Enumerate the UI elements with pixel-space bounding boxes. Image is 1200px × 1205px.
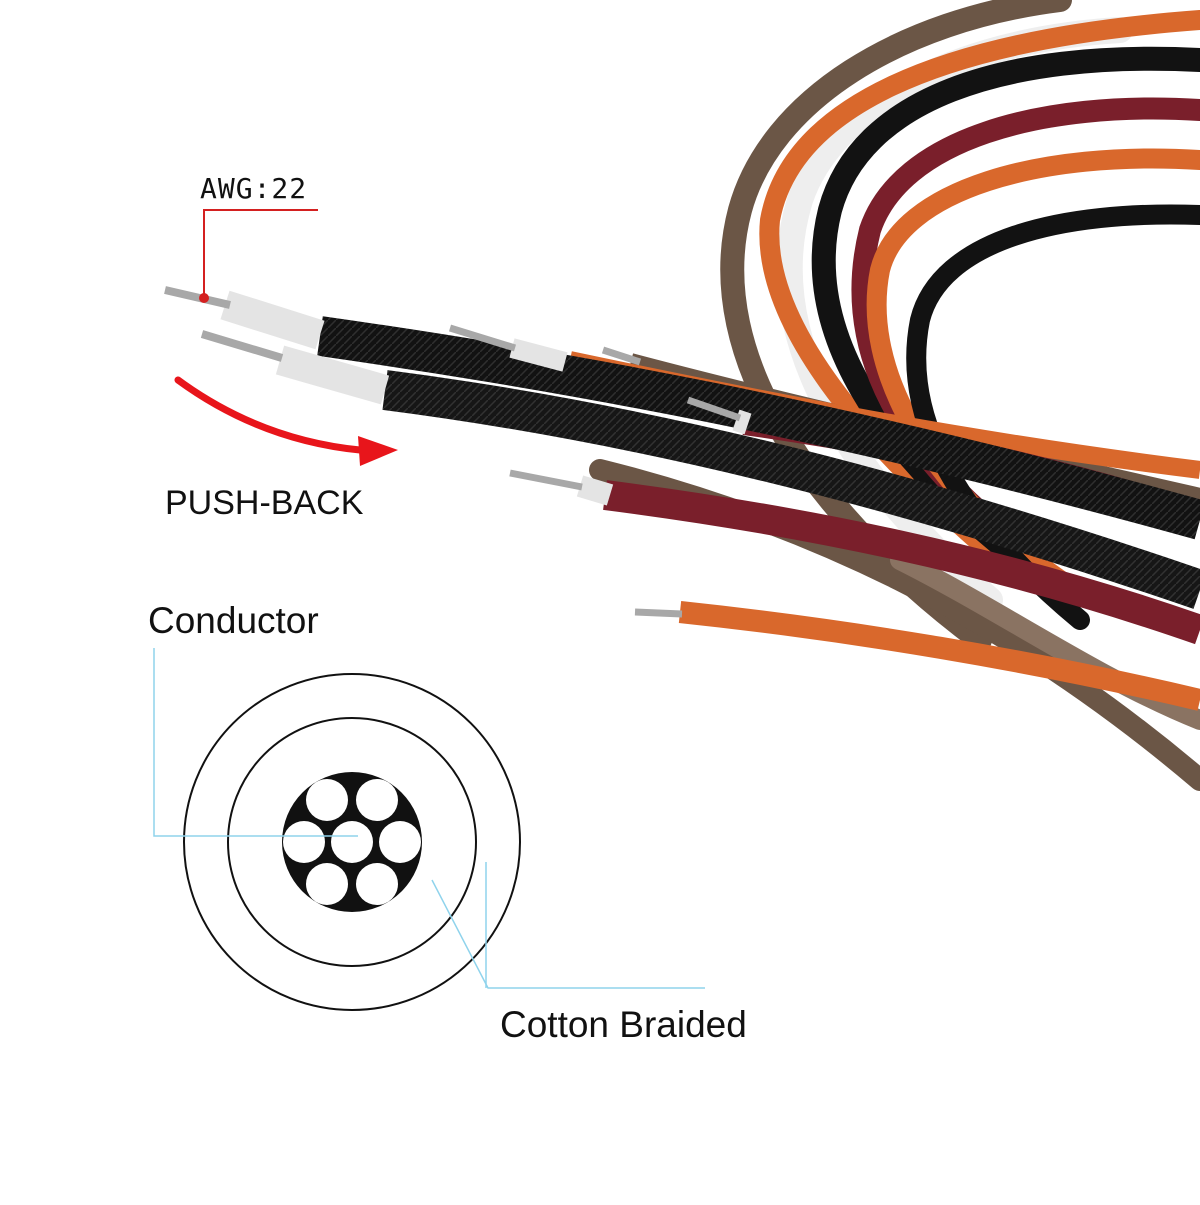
insulation-end-1 (220, 290, 325, 350)
conductor-end-1 (164, 286, 231, 309)
conductor-leader (153, 648, 358, 837)
coil-brown-lower2 (890, 550, 1200, 730)
conductor-end-6 (686, 396, 742, 422)
conductor-end-7 (634, 608, 683, 618)
insulation-end-3 (509, 338, 568, 372)
push-back-label: PUSH-BACK (165, 484, 364, 522)
insulation-end-2 (275, 345, 390, 405)
wire-red-lower (603, 480, 1200, 645)
conductor-label: Conductor (148, 600, 319, 641)
conductor-end-4 (509, 469, 583, 491)
conductor-end-2 (200, 330, 284, 362)
wire-orange-low (678, 601, 1200, 711)
cross-section-diagram (183, 673, 521, 1011)
cotton-braided-label: Cotton Braided (500, 1004, 747, 1045)
awg-label: AWG:22 (200, 172, 308, 205)
push-back-arrow (174, 376, 398, 466)
awg-leader (199, 209, 318, 303)
cotton-braid-layer (227, 717, 477, 967)
conductor-end-5 (601, 346, 642, 366)
conductor-end-3 (448, 324, 517, 352)
outer-jacket (183, 673, 521, 1011)
cotton-leader-a (431, 879, 705, 989)
wire-ends (164, 286, 752, 618)
diagram-leaders (153, 648, 705, 989)
insulation-end-4 (576, 475, 614, 506)
wire-bundle (317, 316, 1200, 711)
conductor-strands (283, 779, 421, 905)
